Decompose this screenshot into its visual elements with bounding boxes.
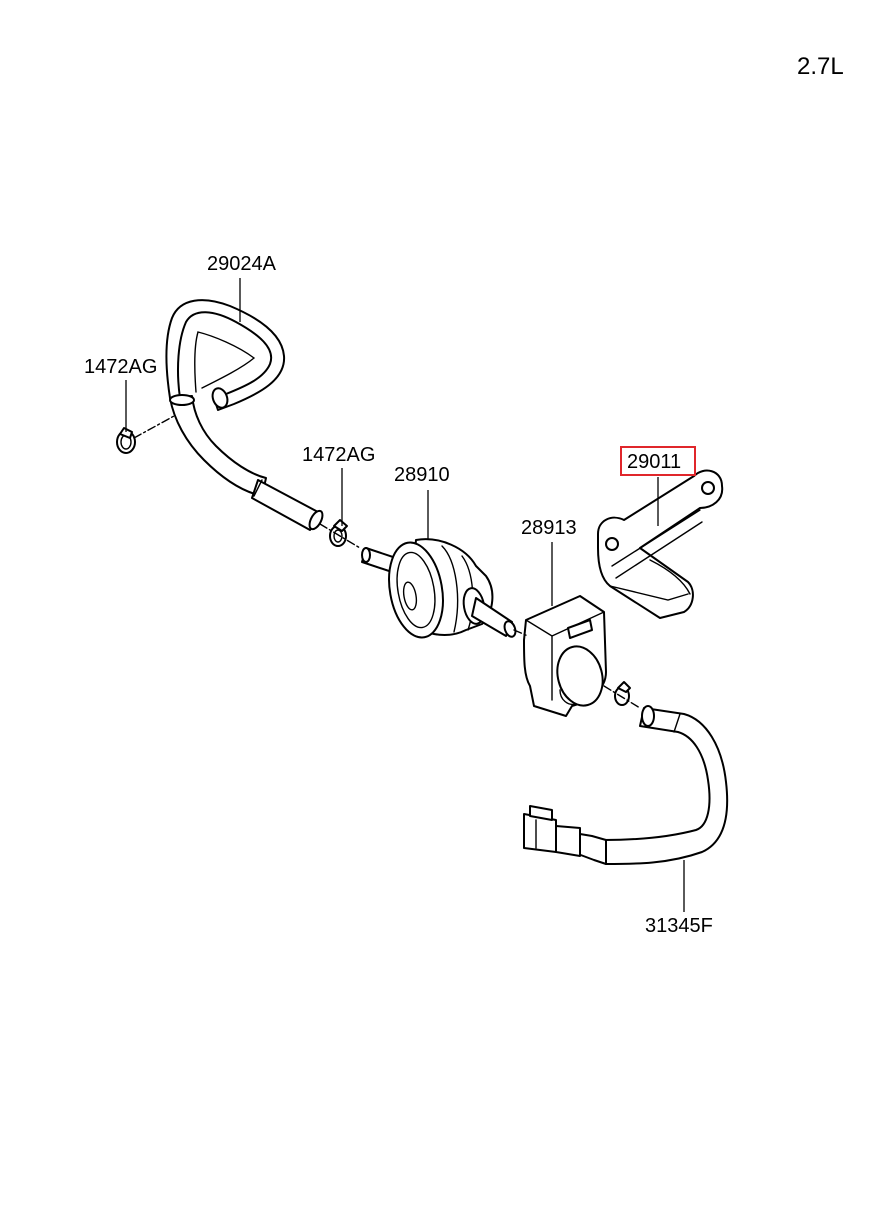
lower-hose-31345f[interactable] — [523, 681, 729, 865]
bracket-29011[interactable] — [597, 469, 724, 619]
label-1472ag-middle[interactable]: 1472AG — [302, 444, 375, 466]
leader-lines — [125, 278, 685, 912]
canister-28910[interactable] — [361, 538, 517, 642]
label-29011[interactable]: 29011 — [627, 451, 681, 473]
assembly-lines — [133, 415, 641, 709]
label-28913[interactable]: 28913 — [521, 517, 577, 539]
clamp-block-28913[interactable] — [523, 595, 609, 717]
label-28910[interactable]: 28910 — [394, 464, 450, 486]
upper-hose-29024a[interactable] — [165, 299, 326, 531]
label-1472ag-left[interactable]: 1472AG — [84, 356, 157, 378]
highlight-box-29011 — [620, 446, 696, 476]
engine-label: 2.7L — [797, 53, 844, 80]
label-29024a[interactable]: 29024A — [207, 253, 277, 275]
label-31345f[interactable]: 31345F — [645, 915, 713, 937]
clamp-middle-1472ag[interactable] — [329, 519, 348, 547]
